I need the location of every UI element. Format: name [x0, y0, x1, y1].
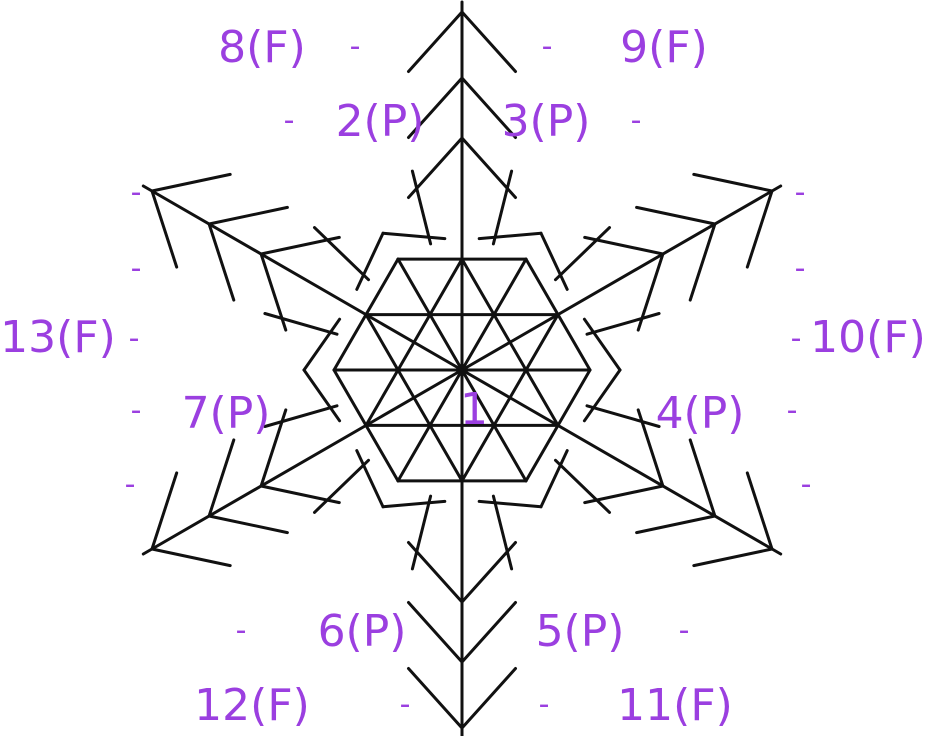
- arm-chevron: [152, 549, 230, 566]
- dash-marker: -: [400, 687, 411, 722]
- radiating-spoke: [265, 314, 337, 335]
- label-4-p: 4(P): [656, 388, 745, 439]
- main-arm: [143, 186, 462, 370]
- inner-chevron: [383, 501, 445, 506]
- lattice-edge: [398, 425, 430, 481]
- dash-marker: -: [791, 321, 802, 356]
- label-11-f: 11(F): [617, 680, 733, 731]
- arm-chevron: [462, 603, 516, 663]
- label-1: 1: [460, 384, 488, 435]
- lattice-edge: [462, 259, 494, 315]
- arm-chevron: [694, 174, 772, 191]
- lattice-edge: [366, 259, 398, 315]
- dash-marker: -: [236, 613, 247, 648]
- label-3-p: 3(P): [502, 96, 591, 147]
- inner-chevron: [479, 233, 541, 238]
- dash-marker: -: [795, 175, 806, 210]
- dash-marker: -: [631, 103, 642, 138]
- radiating-spoke: [315, 460, 369, 512]
- dash-marker: -: [129, 321, 140, 356]
- main-arm: [462, 186, 781, 370]
- arm-chevron: [637, 207, 715, 224]
- arm-chevron: [694, 549, 772, 566]
- label-13-f: 13(F): [0, 312, 116, 363]
- dash-marker: -: [795, 251, 806, 286]
- dash-marker: -: [679, 613, 690, 648]
- lattice-edge: [366, 425, 398, 481]
- dash-marker: -: [542, 29, 553, 64]
- radiating-spoke: [315, 228, 369, 280]
- arm-chevron: [462, 12, 516, 72]
- dash-marker: -: [284, 103, 295, 138]
- radiating-spoke: [587, 314, 659, 335]
- label-2-p: 2(P): [336, 96, 425, 147]
- inner-chevron: [383, 233, 445, 238]
- lattice-edge: [430, 259, 462, 315]
- label-10-f: 10(F): [810, 312, 925, 363]
- inner-chevron: [357, 233, 383, 289]
- arm-chevron: [462, 669, 516, 729]
- lattice-edge: [398, 259, 430, 315]
- dash-marker: -: [131, 251, 142, 286]
- label-7-p: 7(P): [182, 388, 271, 439]
- dash-marker: -: [125, 467, 136, 502]
- radiating-spoke: [265, 406, 337, 427]
- label-8-f: 8(F): [218, 22, 306, 73]
- dash-marker: -: [350, 29, 361, 64]
- arm-chevron: [209, 516, 287, 533]
- inner-chevron: [479, 501, 541, 506]
- dash-marker: -: [801, 467, 812, 502]
- dash-marker: -: [131, 175, 142, 210]
- lattice-edge: [526, 425, 558, 481]
- label-5-p: 5(P): [536, 606, 625, 657]
- radiating-spoke: [587, 406, 659, 427]
- arm-chevron: [409, 603, 463, 663]
- label-12-f: 12(F): [194, 680, 310, 731]
- arm-chevron: [409, 12, 463, 72]
- radiating-spoke: [556, 228, 610, 280]
- inner-chevron: [541, 451, 567, 507]
- label-6-p: 6(P): [318, 606, 407, 657]
- lattice-edge: [526, 259, 558, 315]
- inner-chevron: [357, 451, 383, 507]
- arm-chevron: [152, 174, 230, 191]
- lattice-edge: [430, 425, 462, 481]
- label-9-f: 9(F): [620, 22, 708, 73]
- lattice-edge: [494, 425, 526, 481]
- dash-markers: - - - - - - - - - - - - - - - - - -: [125, 29, 812, 722]
- arm-chevron: [209, 207, 287, 224]
- arm-chevron: [409, 669, 463, 729]
- dash-marker: -: [787, 393, 798, 428]
- radiating-spoke: [556, 460, 610, 512]
- dash-marker: -: [539, 687, 550, 722]
- inner-chevron: [541, 233, 567, 289]
- arm-chevron: [637, 516, 715, 533]
- lattice-edge: [494, 259, 526, 315]
- dash-marker: -: [131, 393, 142, 428]
